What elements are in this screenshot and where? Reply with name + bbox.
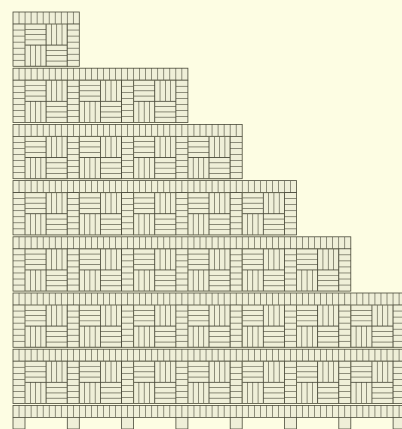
rail-left-r6-c7 xyxy=(339,305,351,347)
rail-right-row-1 xyxy=(67,24,79,66)
rail-left-r2-c2 xyxy=(67,80,79,122)
rail-right-row-2 xyxy=(176,80,188,122)
bottom-post-1 xyxy=(13,417,25,429)
rail-left-r5-c6 xyxy=(285,249,297,291)
rail-left-r2-c1 xyxy=(13,80,25,122)
rail-left-r4-c1 xyxy=(13,193,25,235)
bottom-post-5 xyxy=(230,417,242,429)
rail-left-r5-c2 xyxy=(67,249,79,291)
rail-left-r7-c7 xyxy=(339,361,351,403)
bottom-post-3 xyxy=(122,417,134,429)
rail-left-r5-c3 xyxy=(122,249,134,291)
rail-left-r7-c6 xyxy=(285,361,297,403)
rail-left-r5-c4 xyxy=(176,249,188,291)
rail-left-r7-c4 xyxy=(176,361,188,403)
rail-left-r4-c5 xyxy=(230,193,242,235)
rail-top-row-1 xyxy=(13,12,79,24)
rail-left-r3-c4 xyxy=(176,136,188,178)
rail-right-row-6 xyxy=(393,305,402,347)
rail-top-row-4 xyxy=(13,181,297,193)
rail-top-row-7 xyxy=(13,349,402,361)
bottom-post-4 xyxy=(176,417,188,429)
rail-right-row-3 xyxy=(230,136,242,178)
rail-right-row-4 xyxy=(285,193,297,235)
rail-left-r7-c1 xyxy=(13,361,25,403)
rail-right-row-5 xyxy=(339,249,351,291)
rail-left-r6-c5 xyxy=(230,305,242,347)
rail-right-row-7 xyxy=(393,361,402,403)
bottom-post-7 xyxy=(339,417,351,429)
rail-left-r7-c2 xyxy=(67,361,79,403)
rail-left-r3-c3 xyxy=(122,136,134,178)
rail-left-r1-c1 xyxy=(13,24,25,66)
bottom-post-8 xyxy=(393,417,402,429)
rail-bottom xyxy=(13,405,402,417)
rail-left-r4-c4 xyxy=(176,193,188,235)
rail-left-r6-c1 xyxy=(13,305,25,347)
rail-left-r3-c1 xyxy=(13,136,25,178)
rail-left-r5-c5 xyxy=(230,249,242,291)
rail-left-r6-c2 xyxy=(67,305,79,347)
rail-left-r7-c3 xyxy=(122,361,134,403)
rail-left-r7-c5 xyxy=(230,361,242,403)
rail-top-row-2 xyxy=(13,68,188,80)
rail-left-r2-c3 xyxy=(122,80,134,122)
rail-left-r3-c2 xyxy=(67,136,79,178)
rail-left-r6-c6 xyxy=(285,305,297,347)
rail-left-r4-c2 xyxy=(67,193,79,235)
rail-left-r4-c3 xyxy=(122,193,134,235)
rail-left-r5-c1 xyxy=(13,249,25,291)
rail-left-r6-c3 xyxy=(122,305,134,347)
bottom-post-6 xyxy=(285,417,297,429)
bottom-post-2 xyxy=(67,417,79,429)
rail-top-row-6 xyxy=(13,293,402,305)
rail-left-r6-c4 xyxy=(176,305,188,347)
